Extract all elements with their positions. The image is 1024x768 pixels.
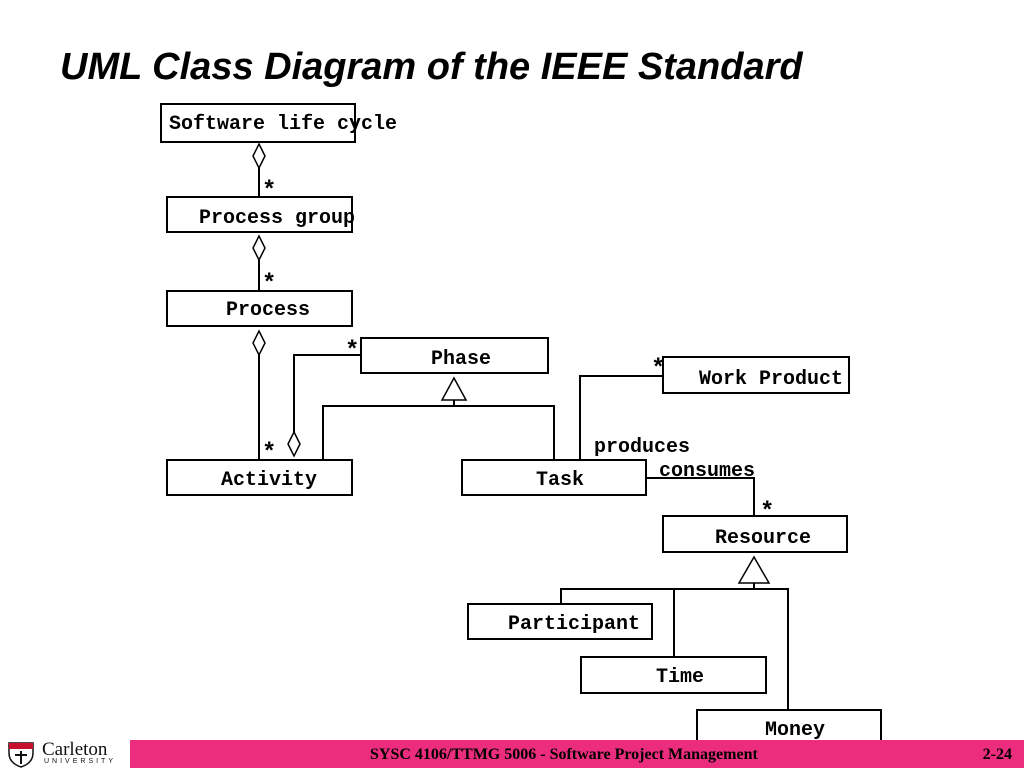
uml-class-diagram: * * * * * * Software life cycle Process … (160, 103, 882, 740)
footer-bar: SYSC 4106/TTMG 5006 - Software Project M… (130, 740, 1024, 768)
class-name-money: Money (765, 719, 825, 740)
class-box-work-product (662, 356, 850, 394)
connector-lines (258, 168, 789, 710)
class-name-work-product: Work Product (699, 368, 843, 391)
multiplicity-label: * (651, 356, 665, 383)
class-box-software-life-cycle (160, 103, 356, 143)
slide-title: UML Class Diagram of the IEEE Standard (60, 46, 803, 88)
shield-icon (8, 742, 34, 768)
class-box-task (461, 459, 647, 496)
multiplicity-label: * (345, 338, 359, 365)
line-phase-activity-aggregation (293, 354, 361, 432)
aggregation-diamond-icon (252, 142, 266, 170)
class-box-resource (662, 515, 848, 553)
class-box-time (580, 656, 767, 694)
class-box-phase (360, 337, 549, 374)
slide-footer: Carleton UNIVERSITY SYSC 4106/TTMG 5006 … (0, 739, 1024, 768)
association-label-consumes: consumes (659, 460, 755, 483)
class-name-participant: Participant (508, 613, 640, 636)
page-number: 2-24 (982, 746, 1012, 763)
footer-course-title: SYSC 4106/TTMG 5006 - Software Project M… (370, 746, 758, 763)
generalization-phase (322, 405, 555, 460)
class-box-money (696, 709, 882, 740)
line-task-workproduct (579, 375, 663, 460)
association-label-produces: produces (594, 436, 690, 459)
class-name-task: Task (536, 469, 584, 492)
class-name-activity: Activity (221, 469, 317, 492)
class-name-process-group: Process group (199, 207, 355, 230)
logo-name: Carleton (42, 739, 108, 760)
class-name-software-life-cycle: Software life cycle (169, 113, 397, 136)
class-box-participant (467, 603, 653, 640)
class-name-phase: Phase (431, 348, 491, 371)
logo-subtitle: UNIVERSITY (44, 758, 117, 765)
aggregation-diamond-icon (252, 234, 266, 262)
class-name-time: Time (656, 666, 704, 689)
generalization-triangle-icon (440, 376, 468, 401)
generalization-triangle-icon (737, 555, 771, 584)
aggregation-diamond-icon (252, 329, 266, 357)
class-name-process: Process (226, 299, 310, 322)
line-task-resource (646, 477, 755, 516)
carleton-logo: Carleton UNIVERSITY (4, 739, 128, 768)
class-box-process (166, 290, 353, 327)
aggregation-diamond-icon (287, 430, 301, 458)
class-box-activity (166, 459, 353, 496)
class-name-resource: Resource (715, 527, 811, 550)
class-box-process-group (166, 196, 353, 233)
